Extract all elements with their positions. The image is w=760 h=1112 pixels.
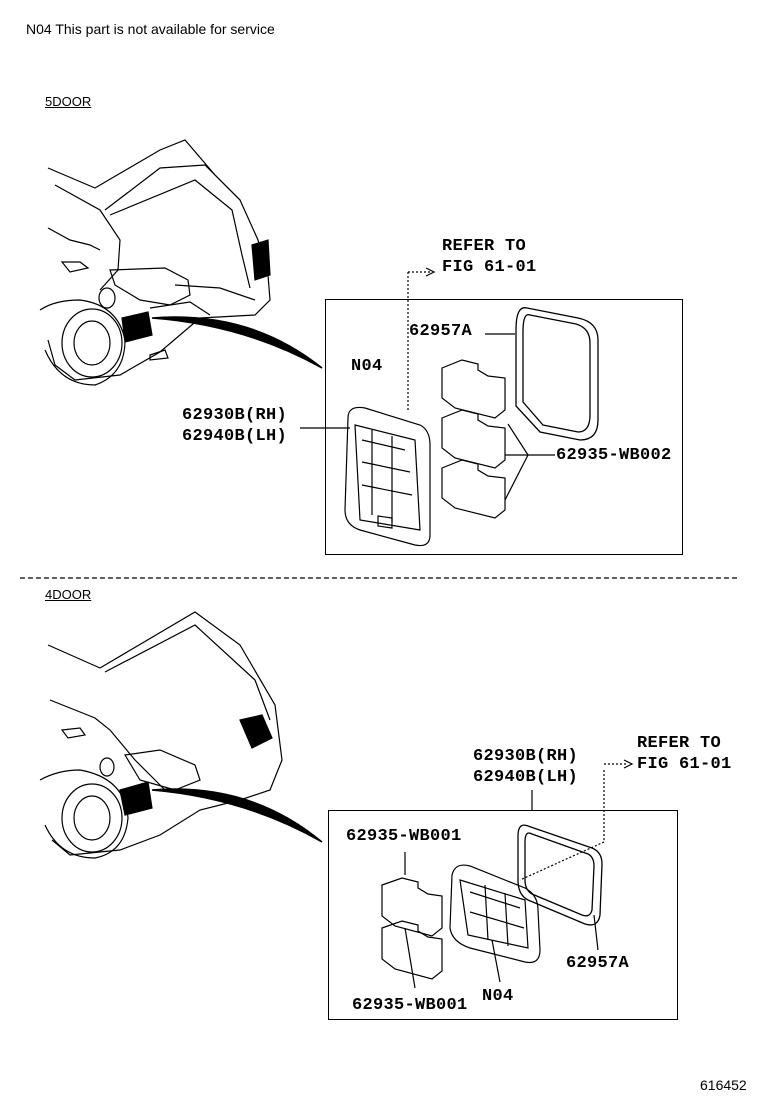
gasket-62957a-5door <box>515 307 599 441</box>
part-62935-wb002-5door[interactable]: 62935-WB002 <box>556 446 672 465</box>
pointer-swoosh-4door <box>151 788 323 843</box>
part-housing-4door[interactable]: 62930B(RH) 62940B(LH) <box>473 746 578 788</box>
part-62957a-4door[interactable]: 62957A <box>566 954 630 973</box>
refer-to-fig-5door[interactable]: REFER TO FIG 61-01 <box>442 236 537 278</box>
detail-frame-4door <box>328 810 678 1020</box>
pointer-swoosh-5door <box>151 316 323 369</box>
part-62930b-rh-5door: 62930B(RH) <box>182 406 288 425</box>
part-n04-5door[interactable]: N04 <box>351 357 383 376</box>
part-62935-wb001-bottom-4door[interactable]: 62935-WB001 <box>352 996 468 1015</box>
part-62940b-lh-4door: 62940B(LH) <box>473 768 579 787</box>
car-rear-5door-illustration <box>39 139 271 386</box>
figure-number: 616452 <box>700 1077 747 1093</box>
refer-line1-4door: REFER TO <box>637 734 722 753</box>
refer-line2-5door: FIG 61-01 <box>442 258 537 277</box>
gasket-62957a-4door <box>517 824 603 926</box>
filters-62935-wb001-4door <box>381 877 443 980</box>
housing-5door <box>344 406 431 547</box>
part-62930b-rh-4door: 62930B(RH) <box>473 747 579 766</box>
part-n04-4door[interactable]: N04 <box>482 987 514 1006</box>
housing-4door <box>449 864 541 964</box>
refer-line1-5door: REFER TO <box>442 237 527 256</box>
refer-to-fig-4door[interactable]: REFER TO FIG 61-01 <box>637 733 732 775</box>
section-label-5door: 5DOOR <box>45 94 92 109</box>
refer-line2-4door: FIG 61-01 <box>637 755 732 774</box>
detail-frame-5door <box>325 299 683 555</box>
filters-62935-wb002-5door <box>441 359 506 519</box>
car-rear-4door-illustration <box>39 611 283 859</box>
part-housing-5door[interactable]: 62930B(RH) 62940B(LH) <box>182 405 287 447</box>
section-label-4door: 4DOOR <box>45 587 92 602</box>
part-62957a-5door[interactable]: 62957A <box>409 322 473 341</box>
part-62935-wb001-top-4door[interactable]: 62935-WB001 <box>346 827 462 846</box>
part-62940b-lh-5door: 62940B(LH) <box>182 427 288 446</box>
service-note: N04 This part is not available for servi… <box>26 21 275 37</box>
